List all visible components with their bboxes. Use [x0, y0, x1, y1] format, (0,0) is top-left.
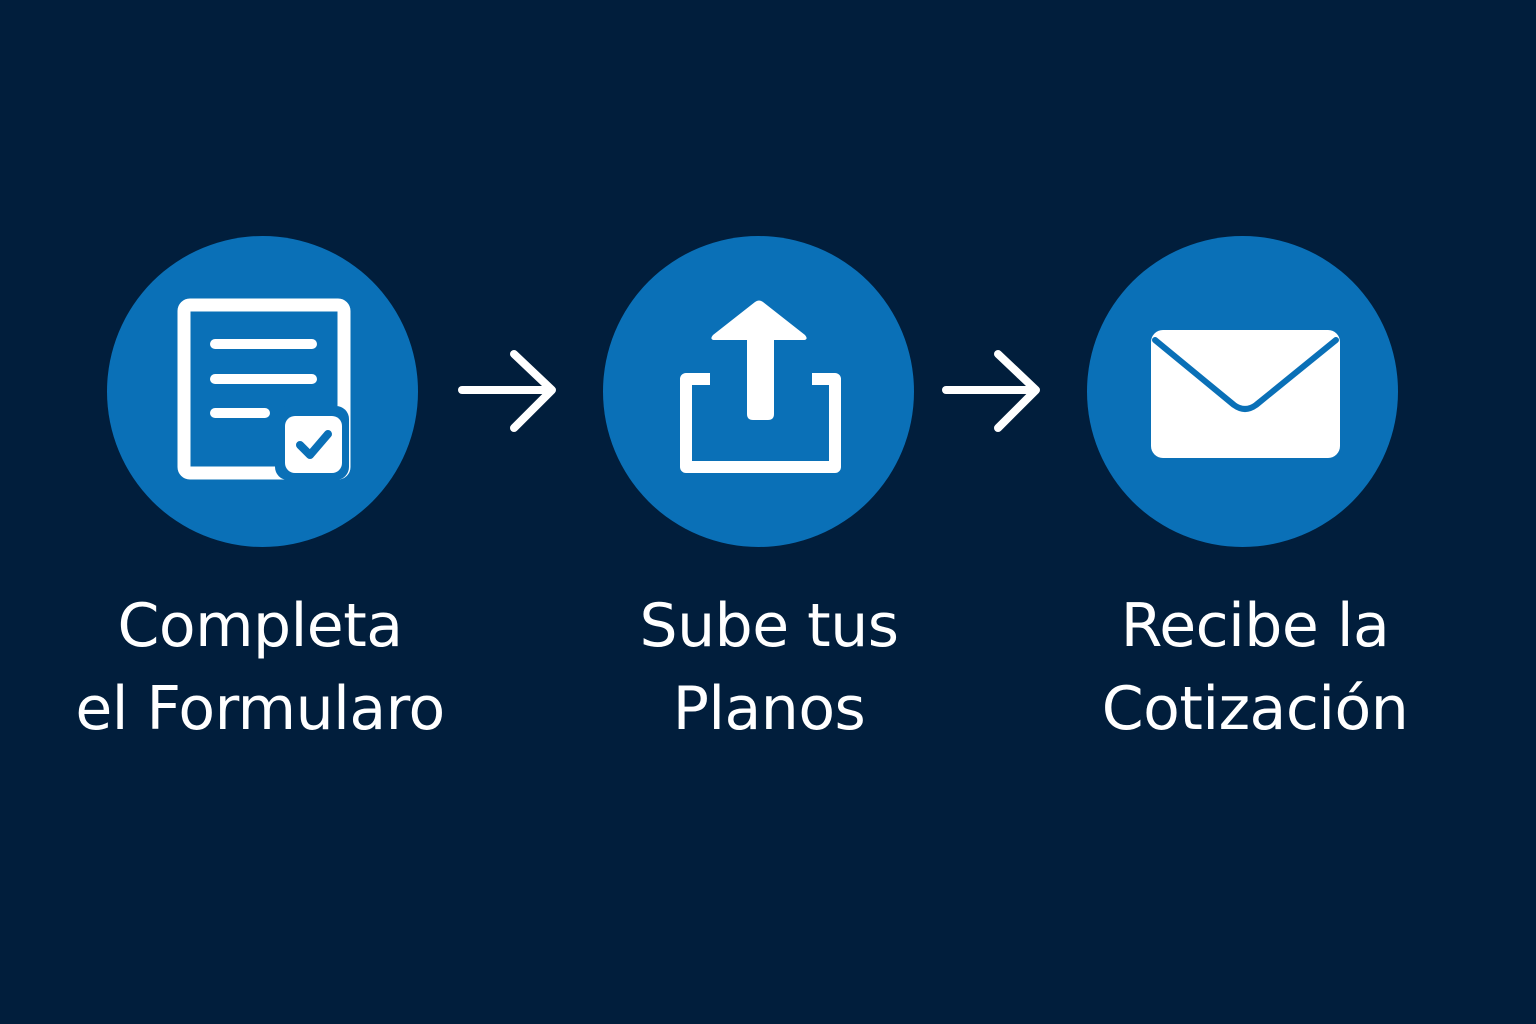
upload-icon [680, 300, 841, 473]
envelope-icon [1151, 330, 1340, 458]
step-3-label-line2: Cotización [1101, 674, 1409, 744]
step-2-circle [603, 236, 914, 547]
form-checklist-icon [177, 298, 351, 480]
step-3-label-line1: Recibe la [1120, 591, 1390, 661]
step-2-label: Sube tus Planos [549, 585, 989, 751]
step-1-label-line1: Completa [117, 591, 403, 661]
step-2-label-line1: Sube tus [639, 591, 900, 661]
step-3-label: Recibe la Cotización [1035, 585, 1475, 751]
step-2-label-line2: Planos [672, 674, 866, 744]
step-3-circle [1087, 236, 1398, 547]
step-1-circle [107, 236, 418, 547]
step-1-label: Completa el Formularo [40, 585, 480, 751]
arrow-right-icon [458, 350, 556, 432]
step-1-label-line2: el Formularo [75, 674, 445, 744]
arrow-right-icon [942, 350, 1040, 432]
